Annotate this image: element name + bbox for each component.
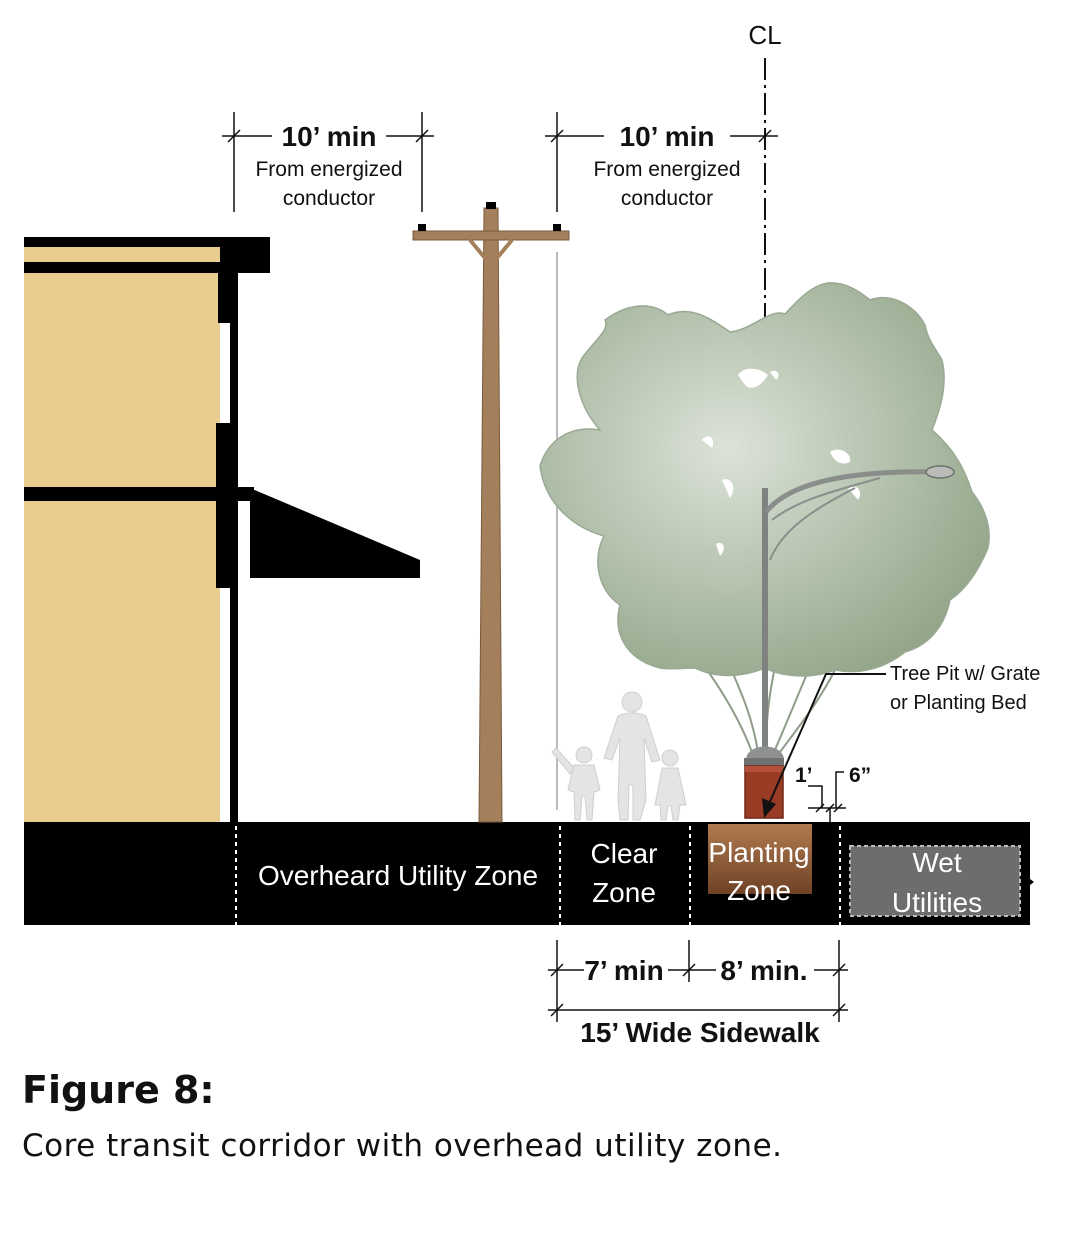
tree: [539, 282, 990, 753]
figure-caption: Core transit corridor with overhead util…: [22, 1128, 783, 1164]
zone-label-clear: Clear: [591, 838, 658, 869]
insulator-icon: [418, 224, 426, 231]
dimension-value: 10’ min: [282, 121, 377, 152]
planting-zone-box: [708, 824, 812, 894]
tree-pit-callout: Tree Pit w/ Grate or Planting Bed: [762, 663, 1040, 818]
zone-label-overhead: Overheard Utility Zone: [258, 860, 538, 891]
dimension-top-left: 10’ min From energized conductor: [222, 112, 434, 212]
dimension-sidewalk: 15’ Wide Sidewalk: [580, 1017, 820, 1048]
zone-label-wet-utilities: Wet: [912, 847, 961, 878]
arrow-icon: [762, 798, 776, 818]
zone-label-clear: Zone: [592, 877, 656, 908]
dimension-note: conductor: [283, 187, 375, 210]
figure-title: Figure 8:: [22, 1068, 215, 1112]
dimension-planting: 8’ min.: [720, 955, 807, 986]
awning: [250, 488, 420, 578]
pedestrians-icon: [551, 691, 687, 821]
building: [24, 237, 420, 824]
zone-label-wet-utilities: Utilities: [892, 887, 982, 918]
dimension-six-inch: 6”: [849, 764, 871, 787]
dimension-clear: 7’ min: [584, 955, 663, 986]
insulator-icon: [553, 224, 561, 231]
street-light: [744, 465, 955, 766]
ground-strip: [24, 822, 1034, 925]
callout-text: or Planting Bed: [890, 692, 1027, 714]
dimension-value: 10’ min: [620, 121, 715, 152]
canopy-gaps: [702, 368, 861, 556]
utility-pole: [412, 202, 570, 823]
lamp-head-icon: [925, 465, 955, 479]
dimension-bottom: 7’ min 8’ min. 15’ Wide Sidewalk: [548, 940, 848, 1050]
dimension-one-foot: 1’: [795, 764, 813, 787]
insulator-icon: [486, 202, 496, 209]
zone-label-planting: Zone: [727, 875, 791, 906]
centerline-label: CL: [748, 20, 781, 50]
small-dimensions: 1’ 6”: [795, 764, 871, 822]
dimension-note: From energized: [593, 158, 740, 181]
wet-utilities-box: [849, 845, 1021, 917]
dimension-note: From energized: [255, 158, 402, 181]
callout-text: Tree Pit w/ Grate: [890, 663, 1040, 685]
dimension-note: conductor: [621, 187, 713, 210]
tree-canopy: [539, 282, 990, 677]
dimension-top-right: 10’ min From energized conductor: [545, 112, 778, 212]
zone-label-planting: Planting: [708, 837, 809, 868]
